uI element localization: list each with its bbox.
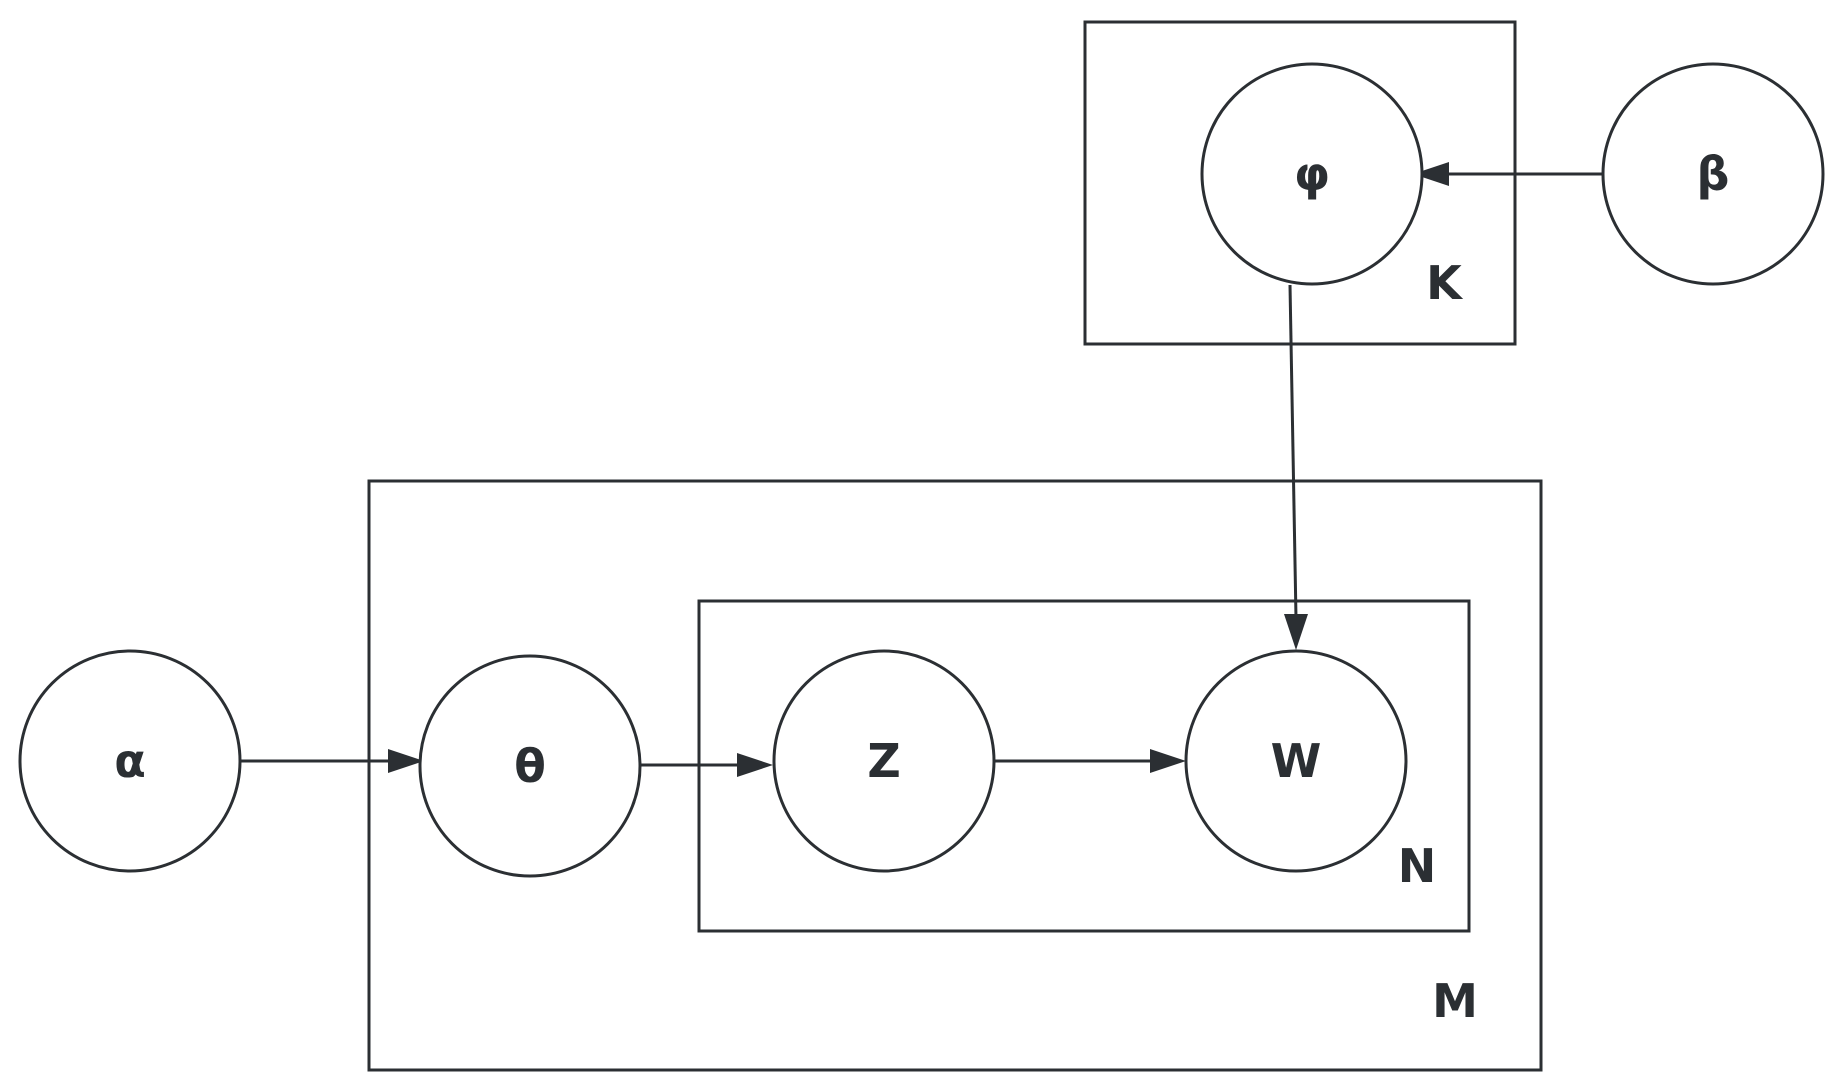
node-theta: θ	[418, 654, 642, 878]
edge-theta-to-z	[641, 753, 773, 777]
node-alpha-circle	[18, 649, 242, 873]
edge-phi-to-w	[1284, 284, 1308, 650]
node-theta-label: θ	[514, 739, 546, 793]
node-w-circle	[1184, 649, 1408, 873]
node-alpha-label: α	[114, 734, 146, 788]
edge-theta-z-arrowhead	[737, 753, 773, 777]
plate-n-label: N	[1398, 839, 1437, 893]
plate-k-label: K	[1426, 256, 1464, 310]
node-phi-circle	[1200, 62, 1424, 286]
plate-m: M	[367, 479, 1543, 1072]
node-phi-label: φ	[1294, 147, 1330, 201]
node-beta-label: β	[1697, 147, 1730, 201]
plate-k: K	[1083, 20, 1517, 346]
node-z: Z	[772, 649, 996, 873]
plate-m-border	[367, 479, 1543, 1072]
edge-beta-to-phi	[1413, 162, 1602, 186]
edge-beta-phi-arrowhead	[1413, 162, 1449, 186]
node-phi: φ	[1200, 62, 1424, 286]
edge-z-w-arrowhead	[1150, 749, 1186, 773]
node-z-label: Z	[867, 734, 900, 788]
node-w: W	[1184, 649, 1408, 873]
plate-k-border	[1083, 20, 1517, 346]
node-z-circle	[772, 649, 996, 873]
edge-phi-w-line	[1288, 284, 1298, 619]
edge-phi-w-arrowhead	[1284, 614, 1308, 650]
edge-z-to-w	[995, 749, 1186, 773]
node-beta-circle	[1601, 62, 1825, 286]
plate-m-label: M	[1432, 974, 1478, 1028]
edge-alpha-to-theta	[241, 749, 424, 773]
edge-alpha-theta-arrowhead	[388, 749, 424, 773]
node-alpha: α	[18, 649, 242, 873]
node-theta-circle	[418, 654, 642, 878]
node-w-label: W	[1271, 734, 1322, 788]
node-beta: β	[1601, 62, 1825, 286]
